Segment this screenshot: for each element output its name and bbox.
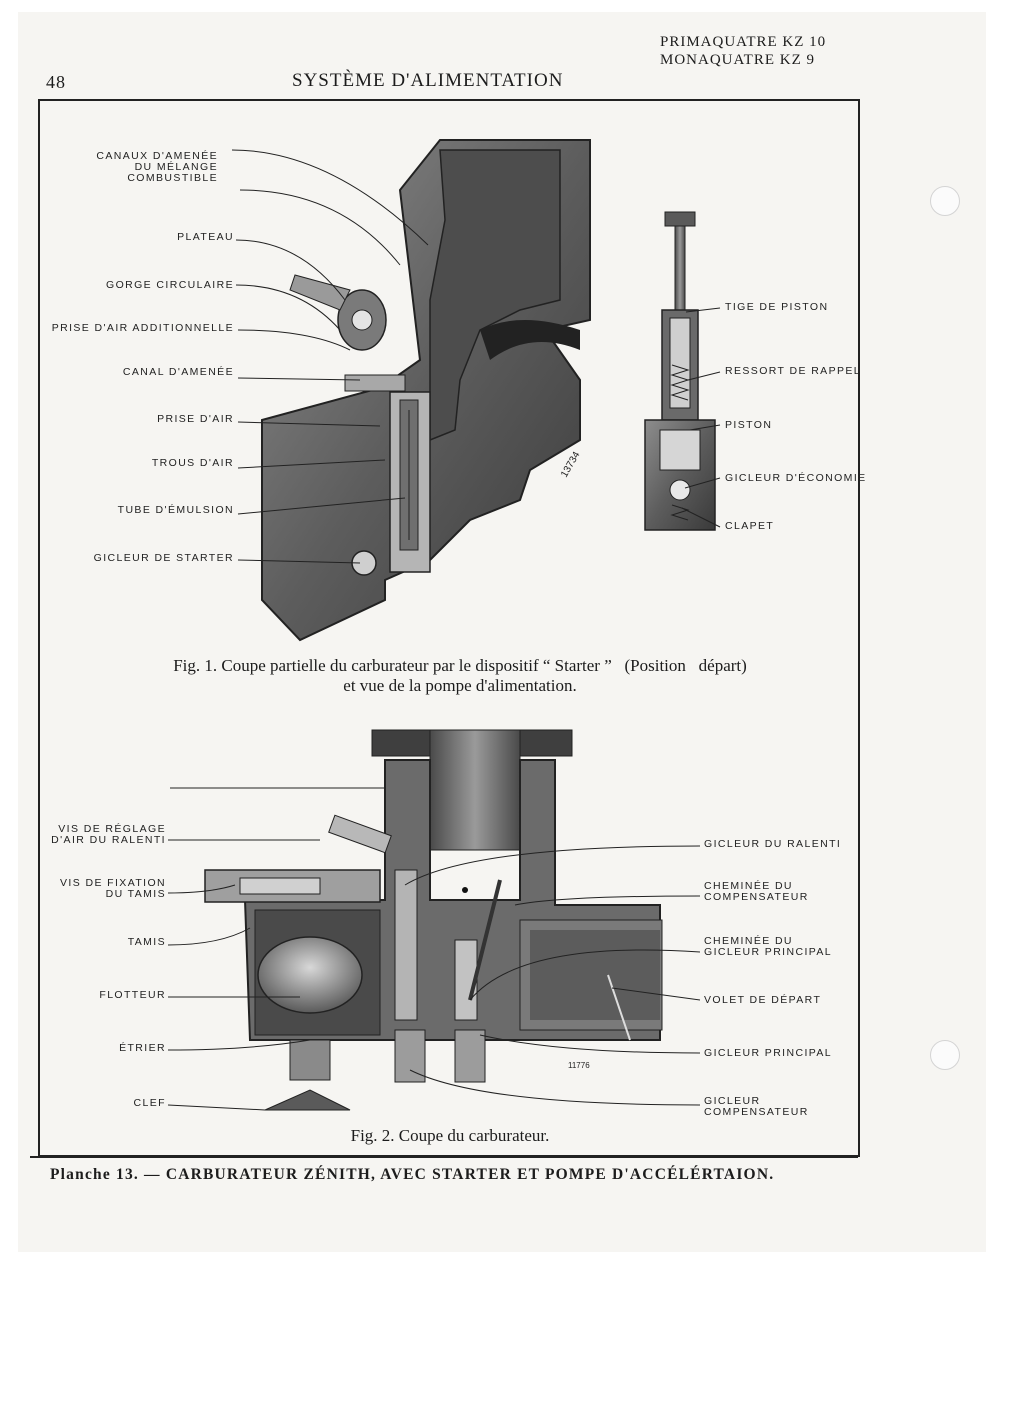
fig2-leader-lines-right bbox=[404, 845, 701, 1106]
fig1-caption-line2: et vue de la pompe d'alimentation. bbox=[343, 676, 577, 695]
label-flotteur: FLOTTEUR bbox=[99, 989, 166, 1001]
label-plateau: PLATEAU bbox=[177, 231, 234, 243]
label-clapet: CLAPET bbox=[725, 520, 775, 532]
model-line-2: MONAQUATRE KZ 9 bbox=[660, 52, 815, 68]
fig1-plate-number: 13734 bbox=[559, 450, 583, 480]
binder-hole-bottom bbox=[930, 1040, 960, 1070]
fig1-pump-drawing bbox=[644, 211, 716, 531]
fig1-leader-lines-right bbox=[681, 307, 721, 528]
label-vis-fixation-tamis: VIS DE FIXATION DU TAMIS bbox=[60, 877, 166, 900]
label-tige-piston: TIGE DE PISTON bbox=[725, 301, 829, 313]
fig1-caption-line1: Fig. 1. Coupe partielle du carburateur p… bbox=[173, 656, 747, 675]
label-vis-reglage-air-ralenti: VIS DE RÉGLAGE D'AIR DU RALENTI bbox=[51, 823, 166, 846]
fig1-leader-lines-left bbox=[231, 149, 429, 564]
label-gicleur-compensateur: GICLEUR COMPENSATEUR bbox=[704, 1095, 809, 1118]
label-gicleur-ralenti: GICLEUR DU RALENTI bbox=[704, 838, 842, 850]
label-gicleur-economie: GICLEUR D'ÉCONOMIE bbox=[725, 472, 867, 484]
fig1-carburetor-body bbox=[261, 139, 591, 642]
binder-hole-top bbox=[930, 186, 960, 216]
plate-title: Planche 13. — CARBURATEUR ZÉNITH, AVEC S… bbox=[50, 1166, 775, 1183]
label-gicleur-principal: GICLEUR PRINCIPAL bbox=[704, 1047, 833, 1059]
label-cheminee-compensateur: CHEMINÉE DU COMPENSATEUR bbox=[704, 880, 809, 903]
section-title: SYSTÈME D'ALIMENTATION bbox=[292, 70, 564, 91]
label-piston: PISTON bbox=[725, 419, 773, 431]
fig2-plate-number: 11776 bbox=[568, 1061, 590, 1070]
page-number: 48 bbox=[46, 72, 66, 92]
model-line-1: PRIMAQUATRE KZ 10 bbox=[660, 34, 827, 50]
label-ressort-rappel: RESSORT DE RAPPEL bbox=[725, 365, 862, 377]
label-prise-air-additionnelle: PRISE D'AIR ADDITIONNELLE bbox=[51, 322, 234, 334]
label-etrier: ÉTRIER bbox=[119, 1042, 166, 1054]
label-tamis: TAMIS bbox=[127, 936, 166, 948]
fig2-caption: Fig. 2. Coupe du carburateur. bbox=[350, 1126, 550, 1145]
frame-base-rule bbox=[30, 1156, 858, 1158]
label-prise-air: PRISE D'AIR bbox=[157, 413, 234, 425]
label-gicleur-starter: GICLEUR DE STARTER bbox=[93, 552, 234, 564]
fig2-carburetor-body bbox=[204, 729, 663, 1111]
label-canaux-amenee: CANAUX D'AMENÉE DU MÉLANGE COMBUSTIBLE bbox=[96, 150, 218, 184]
label-gorge-circulaire: GORGE CIRCULAIRE bbox=[106, 279, 234, 291]
label-canal-amenee: CANAL D'AMENÉE bbox=[122, 366, 234, 378]
label-tube-emulsion: TUBE D'ÉMULSION bbox=[117, 504, 234, 516]
label-trous-air: TROUS D'AIR bbox=[151, 457, 234, 469]
fig2-leader-lines-left bbox=[167, 787, 385, 1111]
label-volet-depart: VOLET DE DÉPART bbox=[704, 994, 822, 1006]
label-clef: CLEF bbox=[133, 1097, 166, 1109]
label-cheminee-gicleur-principal: CHEMINÉE DU GICLEUR PRINCIPAL bbox=[704, 935, 833, 958]
